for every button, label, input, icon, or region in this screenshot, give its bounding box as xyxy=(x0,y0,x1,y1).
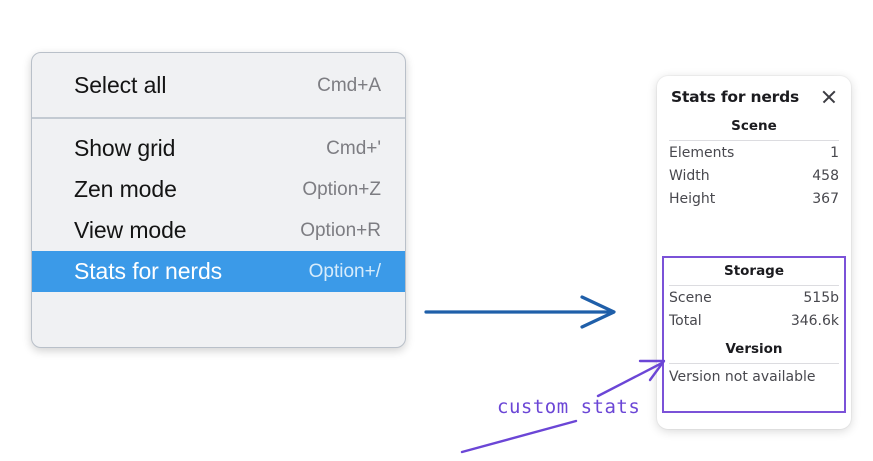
stats-for-nerds-panel[interactable]: Stats for nerds Scene Elements 1 Width 4… xyxy=(657,76,851,429)
stat-value: 458 xyxy=(812,168,839,184)
context-menu[interactable]: Select all Cmd+A Show grid Cmd+' Zen mod… xyxy=(31,52,406,348)
stats-panel-title: Stats for nerds xyxy=(671,88,800,106)
menu-item-shortcut: Cmd+A xyxy=(317,74,381,96)
annotation-arrow-icon xyxy=(596,359,666,398)
stats-panel-header: Stats for nerds xyxy=(657,76,851,111)
annotation-label: custom stats xyxy=(497,396,641,418)
menu-item-label: Stats for nerds xyxy=(74,258,223,284)
stat-value: 367 xyxy=(812,191,839,207)
menu-item-view-mode[interactable]: View mode Option+R xyxy=(32,210,405,251)
stat-value: 346.6k xyxy=(790,313,839,329)
stat-row-storage-total: Total 346.6k xyxy=(669,309,839,332)
stats-section-storage: Storage Scene 515b Total 346.6k xyxy=(669,256,839,332)
menu-group-primary: Select all Cmd+A xyxy=(32,53,405,117)
section-title-storage: Storage xyxy=(669,256,839,286)
menu-item-label: Zen mode xyxy=(74,176,177,202)
section-title-scene: Scene xyxy=(669,111,839,141)
stat-key: Width xyxy=(669,168,710,184)
menu-item-shortcut: Option+Z xyxy=(302,178,381,200)
section-title-version: Version xyxy=(669,332,839,364)
menu-item-label: Show grid xyxy=(74,135,176,161)
menu-item-label: Select all xyxy=(74,72,167,98)
close-icon[interactable] xyxy=(820,88,838,106)
menu-item-select-all[interactable]: Select all Cmd+A xyxy=(32,63,405,108)
version-note: Version not available xyxy=(669,369,816,385)
stats-section-version: Version Version not available xyxy=(669,332,839,388)
stat-key: Scene xyxy=(669,290,712,306)
menu-item-shortcut: Cmd+' xyxy=(326,137,381,159)
stat-row-width: Width 458 xyxy=(669,164,839,187)
annotation-underline-icon xyxy=(460,419,578,454)
stat-row-storage-scene: Scene 515b xyxy=(669,286,839,309)
flow-arrow-icon xyxy=(424,295,616,329)
stat-row-elements: Elements 1 xyxy=(669,141,839,164)
menu-group-secondary: Show grid Cmd+' Zen mode Option+Z View m… xyxy=(32,117,405,292)
menu-item-shortcut: Option+R xyxy=(300,219,381,241)
menu-item-shortcut: Option+/ xyxy=(308,260,381,282)
stat-value: 515b xyxy=(803,290,839,306)
stat-key: Height xyxy=(669,191,716,207)
stat-key: Elements xyxy=(669,145,735,161)
menu-item-show-grid[interactable]: Show grid Cmd+' xyxy=(32,128,405,169)
stats-section-scene: Scene Elements 1 Width 458 Height 367 xyxy=(657,111,851,210)
menu-item-stats-for-nerds[interactable]: Stats for nerds Option+/ xyxy=(32,251,405,292)
menu-item-zen-mode[interactable]: Zen mode Option+Z xyxy=(32,169,405,210)
stat-value: 1 xyxy=(830,145,839,161)
custom-stats-group: Storage Scene 515b Total 346.6k Version … xyxy=(657,256,851,388)
menu-item-label: View mode xyxy=(74,217,187,243)
stat-row-height: Height 367 xyxy=(669,187,839,210)
stat-key: Total xyxy=(669,313,702,329)
